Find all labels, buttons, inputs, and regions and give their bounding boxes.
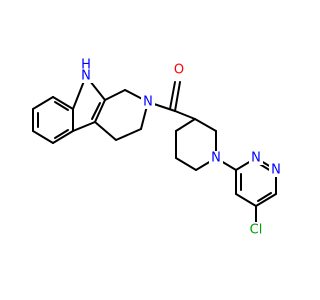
pyridazine-n-atom-label: N <box>271 163 281 178</box>
label-backdrop <box>245 222 267 237</box>
carbonyl-o-atom-label: O <box>174 63 184 78</box>
bond <box>235 193 257 207</box>
label-backdrop <box>269 163 283 177</box>
pyridazine-n-atom-label: N <box>251 151 261 166</box>
bond <box>104 89 126 101</box>
nh-atom-label: H <box>81 58 91 73</box>
bond <box>72 121 96 132</box>
carbonyl-double-bond <box>169 81 176 110</box>
bond <box>194 118 217 132</box>
label-backdrop <box>79 59 93 72</box>
bond <box>175 157 197 171</box>
bond <box>32 130 54 144</box>
bond <box>94 99 106 123</box>
label-backdrop <box>249 151 263 165</box>
double-bond <box>257 192 272 202</box>
label-backdrop <box>209 151 223 165</box>
double-bond <box>54 101 69 111</box>
bond <box>115 128 142 141</box>
bond <box>94 121 117 141</box>
carbonyl-bond <box>174 81 181 112</box>
double-bond <box>54 129 69 139</box>
piperidine-n-atom-label: N <box>211 151 221 166</box>
molecule-diagram: H N N O N N N Cl <box>32 57 283 238</box>
double-bond <box>91 102 101 120</box>
label-backdrop <box>141 95 155 109</box>
indole-n-atom-label: N <box>81 69 91 84</box>
bond <box>32 96 54 110</box>
chlorine-atom-label: Cl <box>250 223 263 238</box>
structure-canvas: H N N O N N N Cl <box>32 57 283 238</box>
atom-labels: H N N O N N N Cl <box>79 58 283 238</box>
bond <box>52 96 74 110</box>
bond <box>255 193 277 207</box>
amide-linker <box>147 81 196 120</box>
benzene-ring <box>32 96 74 144</box>
label-backdrop <box>172 62 187 77</box>
pyrrole-ring <box>72 75 106 132</box>
amide-n-atom-label: N <box>143 95 153 110</box>
bond <box>52 130 74 144</box>
pyridazine-ring <box>215 157 277 207</box>
bond <box>174 110 196 120</box>
label-backdrop <box>79 69 93 83</box>
bond <box>175 118 196 132</box>
